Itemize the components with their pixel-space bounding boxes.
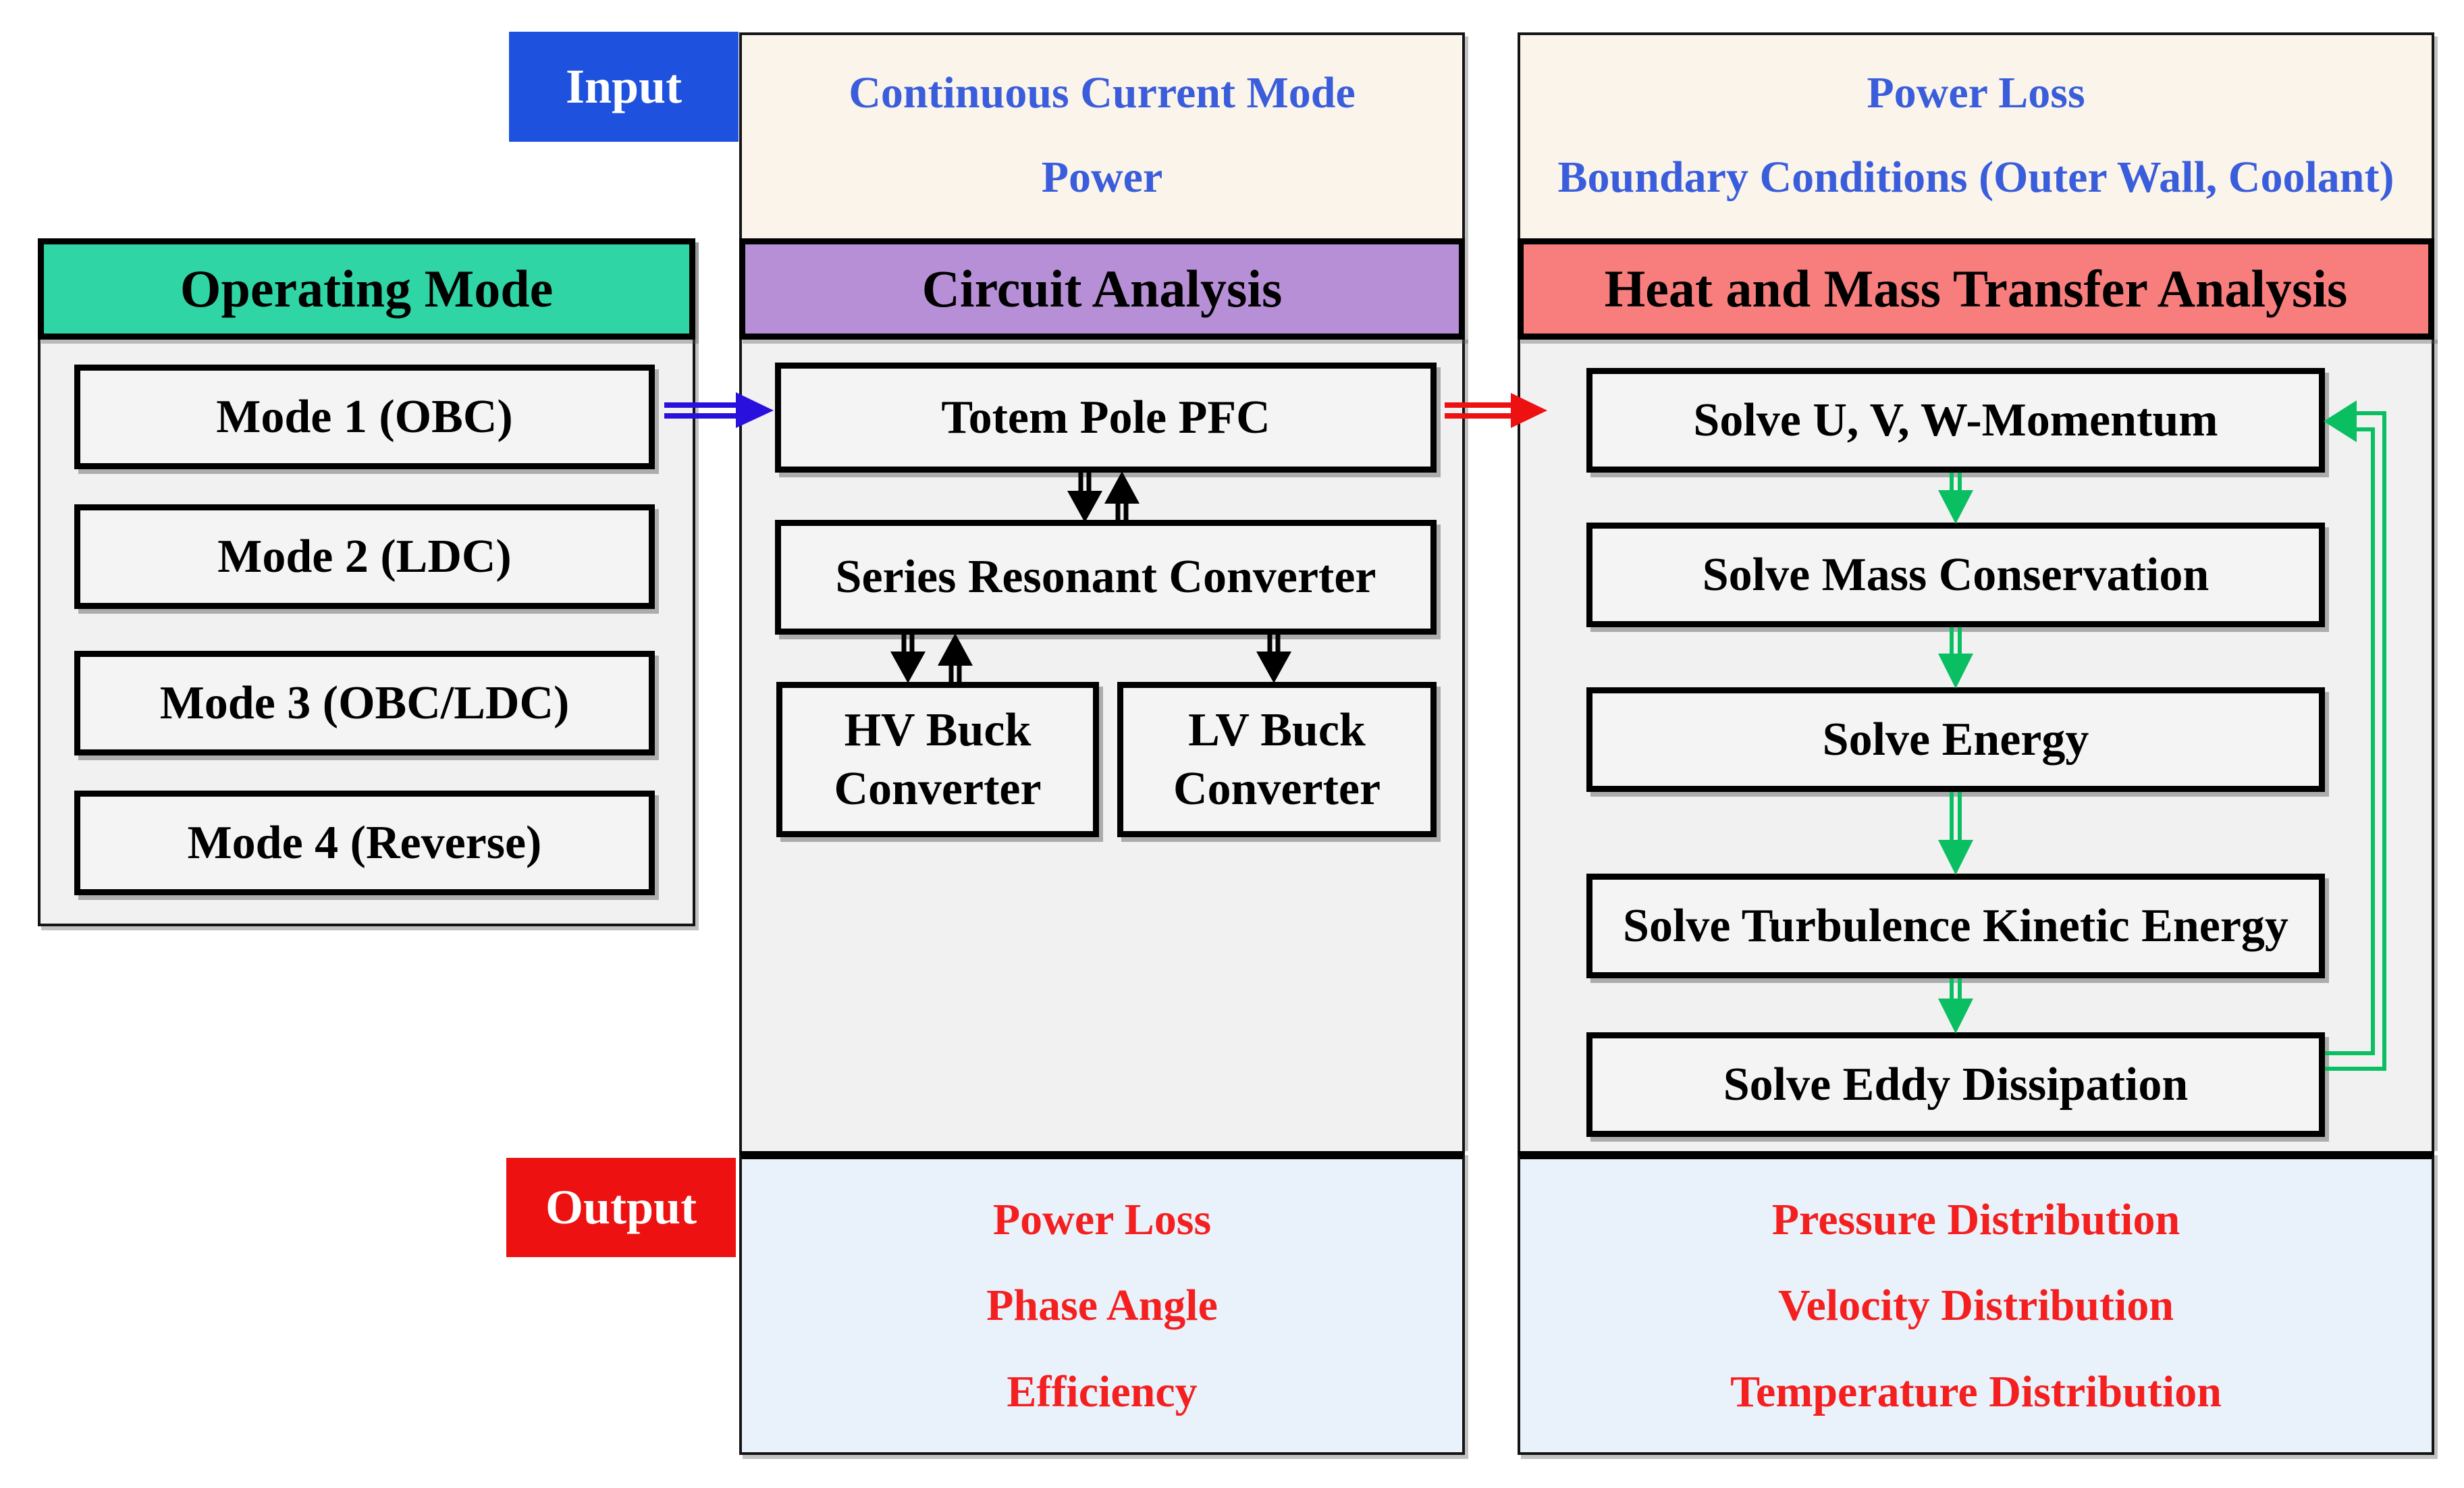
circuit-output-line: Phase Angle [986,1281,1218,1330]
heat-input-line: Power Loss [1867,68,2085,118]
flow-box-series-resonant-converter: Series Resonant Converter [775,520,1437,635]
input-tag: Input [509,32,739,142]
flow-box-mode1: Mode 1 (OBC) [74,365,655,469]
heat-output-section [1518,1151,2434,1455]
flow-box-solve-momentum: Solve U, V, W-Momentum [1586,368,2325,473]
heat-input-lines: Power Loss Boundary Conditions (Outer Wa… [1520,35,2432,236]
heat-output-line: Velocity Distribution [1777,1281,2174,1330]
heat-output-line: Pressure Distribution [1771,1194,2180,1244]
flow-box-mode4: Mode 4 (Reverse) [74,791,655,895]
heat-output-line: Temperature Distribution [1730,1366,2222,1416]
flow-box-totem-pole-pfc: Totem Pole PFC [775,363,1437,473]
flow-box-solve-eddy-dissipation: Solve Eddy Dissipation [1586,1032,2325,1137]
flow-box-solve-mass-conservation: Solve Mass Conservation [1586,523,2325,627]
circuit-output-line: Efficiency [1007,1366,1198,1416]
flow-box-lv-buck-converter: LV Buck Converter [1117,682,1437,837]
flow-box-mode2: Mode 2 (LDC) [74,504,655,609]
circuit-input-line: Continuous Current Mode [849,68,1356,118]
output-tag: Output [506,1158,736,1257]
heat-output-lines: Pressure Distribution Velocity Distribut… [1520,1159,2432,1452]
circuit-output-section [739,1151,1465,1455]
flow-box-mode3: Mode 3 (OBC/LDC) [74,651,655,755]
flow-box-solve-energy: Solve Energy [1586,687,2325,792]
circuit-input-line: Power [1041,152,1163,202]
operating-mode-header: Operating Mode [38,238,695,340]
flow-box-solve-turbulence-kinetic-energy: Solve Turbulence Kinetic Energy [1586,874,2325,978]
flow-box-hv-buck-converter: HV Buck Converter [776,682,1099,837]
circuit-output-line: Power Loss [992,1194,1212,1244]
heat-input-section [1518,32,2434,238]
heat-mass-transfer-header: Heat and Mass Transfer Analysis [1518,238,2434,340]
circuit-input-lines: Continuous Current Mode Power [742,35,1462,236]
circuit-analysis-header: Circuit Analysis [739,238,1465,340]
circuit-output-lines: Power Loss Phase Angle Efficiency [742,1159,1462,1452]
heat-input-line: Boundary Conditions (Outer Wall, Coolant… [1557,152,2394,202]
circuit-input-section [739,32,1465,238]
